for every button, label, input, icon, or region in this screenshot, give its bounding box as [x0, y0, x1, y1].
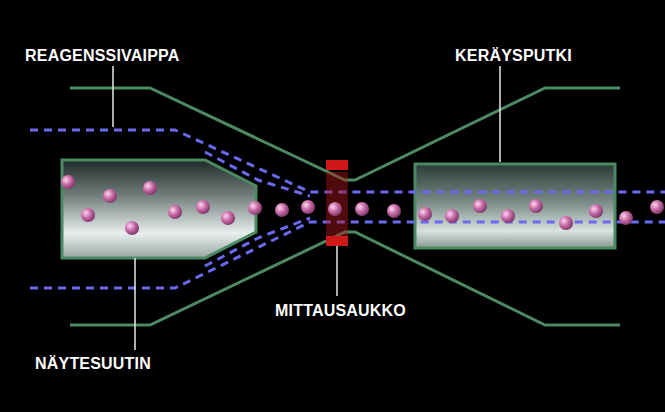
cell-particle [473, 199, 487, 213]
cell-particle [168, 205, 182, 219]
cell-particle [61, 175, 75, 189]
cell-particles [61, 175, 664, 235]
part-label: REAGENSSIVAIPPA [25, 48, 179, 64]
cell-particle [387, 204, 401, 218]
cell-particle [248, 201, 262, 215]
cell-particle [529, 199, 543, 213]
cell-particle [501, 209, 515, 223]
cell-particle [355, 202, 369, 216]
cell-particle [81, 208, 95, 222]
cell-particle [143, 181, 157, 195]
laser-beam [326, 172, 348, 240]
aperture-marker [326, 236, 348, 246]
cell-particle [650, 200, 664, 214]
part-label: KERÄYSPUTKI [455, 48, 572, 64]
cell-particle [275, 203, 289, 217]
cell-particle [125, 221, 139, 235]
leader-line [113, 66, 500, 350]
part-label: NÄYTESUUTIN [35, 356, 151, 372]
cell-particle [301, 200, 315, 214]
sheath-flow [30, 130, 665, 288]
cell-particle [559, 216, 573, 230]
aperture-marker [326, 160, 348, 170]
cell-particle [221, 211, 235, 225]
cell-particle [196, 200, 210, 214]
cell-particle [103, 189, 117, 203]
cell-particle [619, 211, 633, 225]
cell-particle [418, 207, 432, 221]
collection-tube [415, 164, 615, 248]
part-label: MITTAUSAUKKO [275, 303, 406, 319]
sample-nozzle [62, 160, 256, 258]
cell-particle [589, 204, 603, 218]
cell-particle [328, 202, 342, 216]
cell-particle [445, 209, 459, 223]
